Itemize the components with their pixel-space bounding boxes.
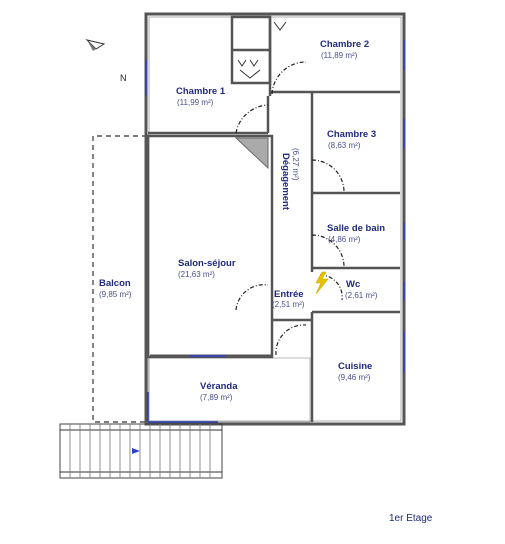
stairs bbox=[59, 423, 223, 479]
electric-panel-icon bbox=[315, 271, 329, 295]
room-area-veranda: (7,89 m²) bbox=[200, 393, 233, 402]
compass-label: N bbox=[120, 73, 127, 83]
room-area-wc: (2,61 m²) bbox=[345, 291, 378, 300]
room-area-balcon: (9,85 m²) bbox=[99, 290, 132, 299]
room-name-wc: Wc bbox=[346, 279, 360, 290]
north-arrow-icon bbox=[85, 39, 106, 51]
room-area-salon: (21,63 m²) bbox=[178, 270, 215, 279]
stair-arrow bbox=[132, 448, 140, 454]
building-outline bbox=[144, 12, 406, 426]
room-name-degagement: Dégagement bbox=[280, 153, 291, 211]
windows bbox=[145, 40, 405, 372]
room-name-veranda: Véranda bbox=[200, 381, 238, 392]
room-area-entree: (2,51 m²) bbox=[272, 300, 305, 309]
room-area-cuisine: (9,46 m²) bbox=[338, 373, 371, 382]
room-area-degagement: (6,27 m²) bbox=[291, 148, 300, 181]
room-area-chambre2: (11,89 m²) bbox=[321, 51, 358, 60]
closet-symbols bbox=[237, 21, 287, 79]
room-name-entree: Entrée bbox=[274, 289, 304, 300]
room-area-chambre3: (8,63 m²) bbox=[328, 141, 361, 150]
balcon-outline bbox=[92, 135, 147, 423]
room-name-chambre1: Chambre 1 bbox=[176, 86, 226, 97]
interior-walls bbox=[146, 15, 400, 422]
room-name-salon: Salon-séjour bbox=[178, 258, 236, 269]
stair-treads bbox=[69, 424, 211, 478]
room-area-chambre1: (11,99 m²) bbox=[177, 98, 214, 107]
room-name-chambre2: Chambre 2 bbox=[320, 39, 369, 50]
level-label: 1er Etage bbox=[389, 513, 433, 524]
room-name-sdb: Salle de bain bbox=[327, 223, 385, 234]
room-name-cuisine: Cuisine bbox=[338, 361, 372, 372]
room-name-balcon: Balcon bbox=[99, 278, 131, 289]
room-area-sdb: (4,86 m²) bbox=[328, 235, 361, 244]
room-name-chambre3: Chambre 3 bbox=[327, 129, 376, 140]
chimney-triangle bbox=[234, 137, 269, 170]
